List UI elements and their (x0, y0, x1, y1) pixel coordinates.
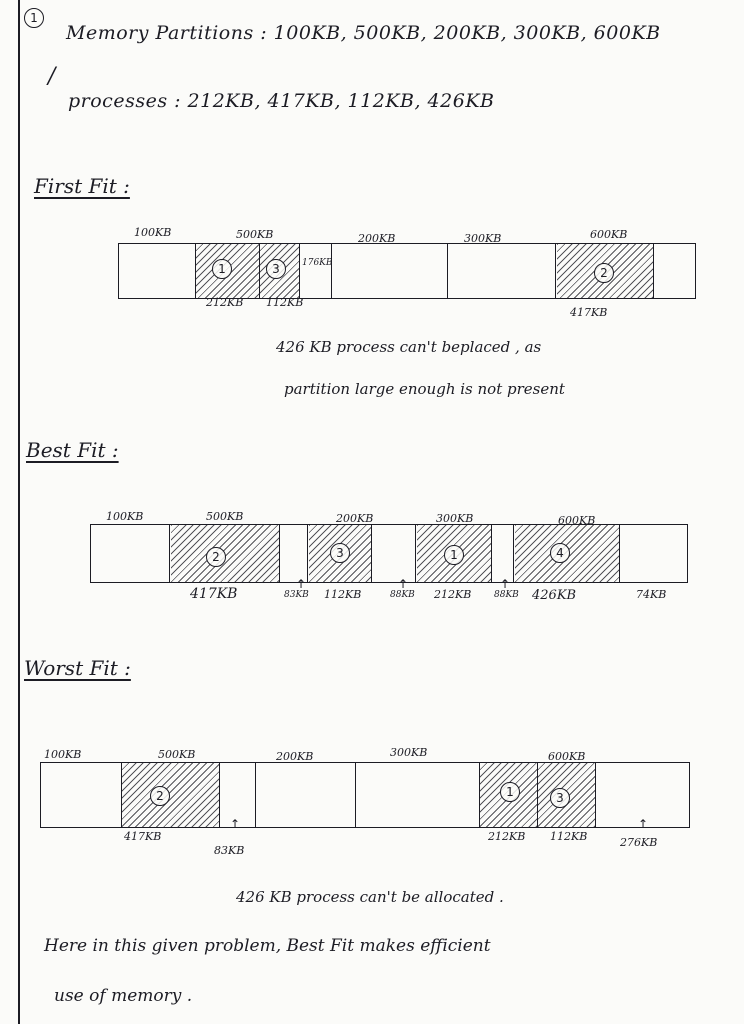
partitions-line: Memory Partitions : 100KB, 500KB, 200KB,… (66, 22, 661, 44)
wf-process-1: 1 (500, 782, 520, 802)
conclusion-line2: use of memory . (54, 986, 193, 1006)
bf-label-500: 500KB (206, 510, 244, 523)
ff-process-1: 1 (212, 259, 232, 279)
bf-size-74: 74KB (636, 588, 667, 601)
ff-label-500: 500KB (236, 228, 274, 241)
bf-size-88a: 88KB (390, 590, 415, 600)
ff-size-212: 212KB (206, 296, 244, 309)
ff-label-600: 600KB (590, 228, 628, 241)
ff-leftover: 176KB (302, 258, 333, 268)
processes-line: processes : 212KB, 417KB, 112KB, 426KB (68, 90, 495, 112)
wf-label-100: 100KB (44, 748, 82, 761)
wf-size-212: 212KB (488, 830, 526, 843)
bf-size-426: 426KB (532, 588, 577, 603)
wf-note: 426 KB process can't be allocated . (236, 888, 504, 906)
bf-process-2: 2 (206, 547, 226, 567)
ff-process-2: 2 (594, 263, 614, 283)
best-fit-title: Best Fit : (26, 438, 119, 462)
ff-size-417: 417KB (570, 306, 608, 319)
worst-fit-title: Worst Fit : (24, 656, 131, 680)
first-fit-title: First Fit : (34, 174, 130, 198)
ff-process-3: 3 (266, 259, 286, 279)
ff-label-200: 200KB (358, 232, 396, 245)
bf-size-417: 417KB (190, 586, 238, 602)
ff-label-100: 100KB (134, 226, 172, 239)
ff-note-line1: 426 KB process can't beplaced , as (276, 338, 542, 356)
bf-process-1: 1 (444, 545, 464, 565)
bf-size-83: 83KB (284, 590, 309, 600)
ff-size-112: 112KB (266, 296, 304, 309)
bf-process-3: 3 (330, 543, 350, 563)
bf-label-600: 600KB (558, 514, 596, 527)
conclusion-line1: Here in this given problem, Best Fit mak… (44, 936, 491, 956)
bf-size-112: 112KB (324, 588, 362, 601)
bf-memory-bar (90, 524, 688, 583)
bf-size-212: 212KB (434, 588, 472, 601)
ff-label-300: 300KB (464, 232, 502, 245)
wf-alloc-417 (121, 763, 219, 827)
wf-label-300: 300KB (390, 746, 428, 759)
margin-line (18, 0, 20, 1024)
ff-memory-bar (118, 243, 696, 299)
bf-label-300: 300KB (436, 512, 474, 525)
question-number: 1 (24, 8, 44, 28)
bf-label-100: 100KB (106, 510, 144, 523)
bf-size-88b: 88KB (494, 590, 519, 600)
wf-size-83: 83KB (214, 844, 245, 857)
wf-process-3: 3 (550, 788, 570, 808)
wf-label-500: 500KB (158, 748, 196, 761)
wf-size-112: 112KB (550, 830, 588, 843)
wf-size-276: 276KB (620, 836, 658, 849)
wf-memory-bar (40, 762, 690, 828)
wf-label-200: 200KB (276, 750, 314, 763)
bf-process-4: 4 (550, 543, 570, 563)
bf-label-200: 200KB (336, 512, 374, 525)
wf-label-600: 600KB (548, 750, 586, 763)
wf-process-2: 2 (150, 786, 170, 806)
ff-note-line2: partition large enough is not present (284, 380, 565, 398)
wf-size-417: 417KB (124, 830, 162, 843)
slash-mark: / (48, 64, 56, 89)
